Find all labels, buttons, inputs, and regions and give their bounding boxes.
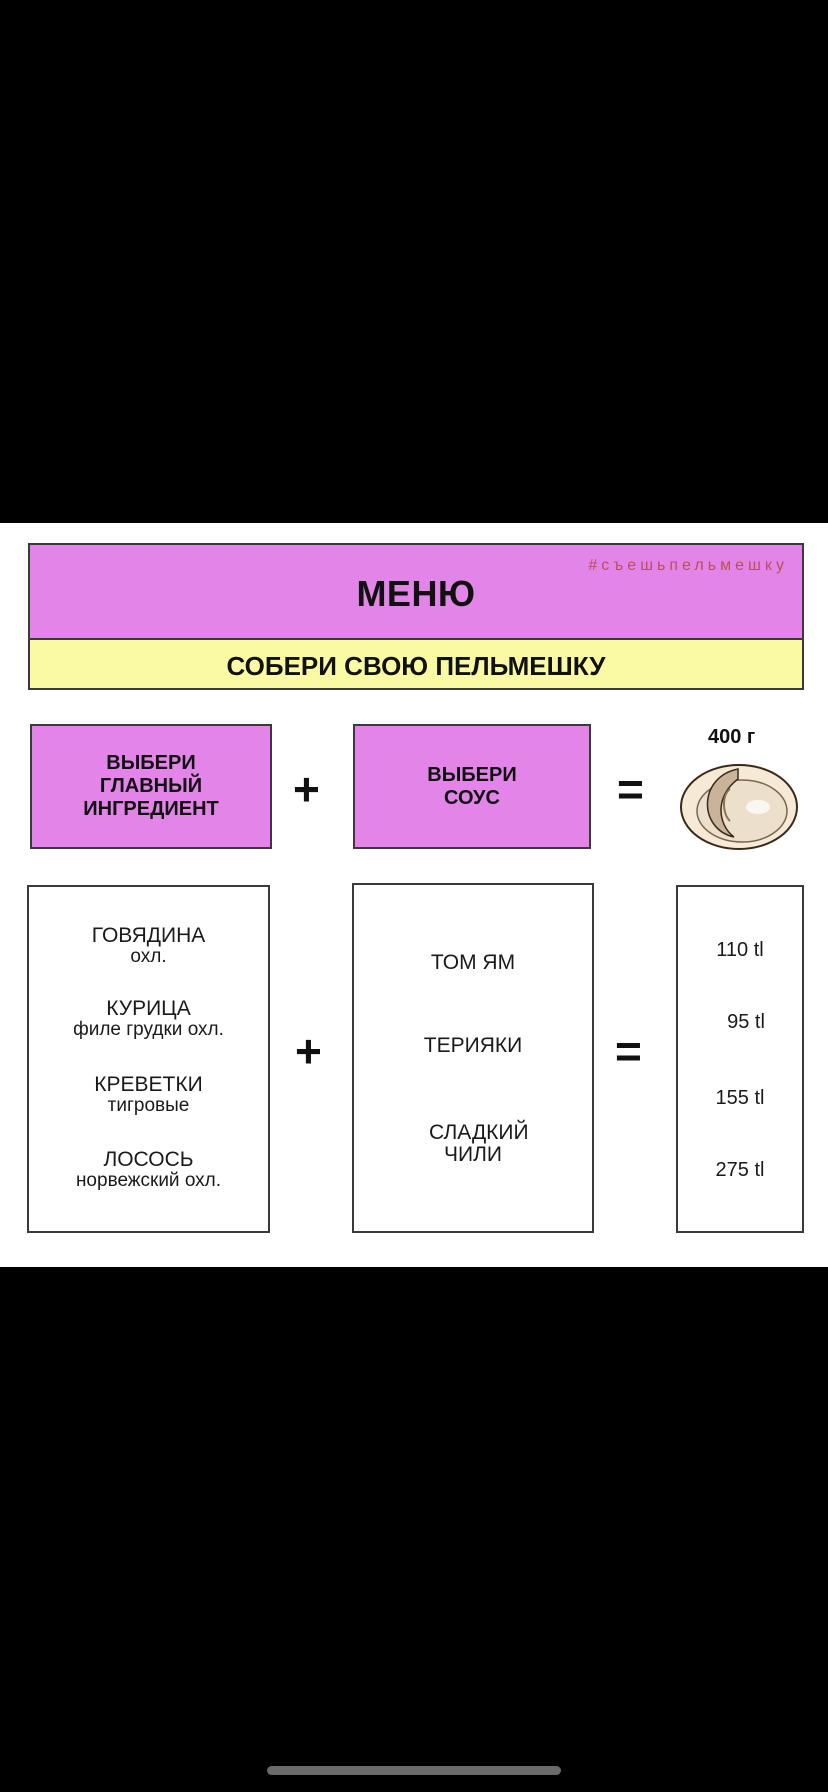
sauce-list: ТОМ ЯМ ТЕРИЯКИ СЛАДКИЙ ЧИЛИ (352, 883, 594, 1233)
sauce-item: ТОМ ЯМ (430, 951, 516, 974)
list-item: КРЕВЕТКИ тигровые (29, 1074, 268, 1116)
menu-sheet: МЕНЮ #съешьпельмешку СОБЕРИ СВОЮ ПЕЛЬМЕШ… (0, 523, 828, 1267)
price-item: 275 tl (715, 1159, 765, 1181)
sauce-item: СЛАДКИЙ ЧИЛИ (429, 1121, 529, 1166)
hashtag-label: #съешьпельмешку (588, 557, 788, 574)
sauce-item: ТЕРИЯКИ (423, 1034, 523, 1057)
price-item: 155 tl (715, 1087, 765, 1109)
plus-sign: + (293, 763, 320, 815)
list-item: ЛОСОСЬ норвежский охл. (29, 1149, 268, 1191)
equals-sign: = (615, 1025, 642, 1077)
step-ingredient-label: ВЫБЕРИ ГЛАВНЫЙ ИНГРЕДИЕНТ (83, 752, 219, 820)
ingredient-list: ГОВЯДИНА охл. КУРИЦА филе грудки охл. КР… (27, 885, 270, 1233)
subtitle-box: СОБЕРИ СВОЮ ПЕЛЬМЕШКУ (28, 638, 804, 690)
ingredient-detail: филе грудки охл. (73, 1019, 224, 1040)
list-item: КУРИЦА филе грудки охл. (29, 998, 268, 1040)
step-choose-ingredient: ВЫБЕРИ ГЛАВНЫЙ ИНГРЕДИЕНТ (30, 724, 272, 849)
ingredient-detail: охл. (130, 946, 167, 967)
ingredient-name: ЛОСОСЬ (103, 1148, 194, 1171)
ingredient-detail: норвежский охл. (75, 1170, 222, 1191)
menu-title-box: МЕНЮ #съешьпельмешку (28, 543, 804, 640)
price-item: 110 tl (716, 939, 764, 961)
weight-label: 400 г (708, 726, 756, 748)
price-list: 110 tl 95 tl 155 tl 275 tl (676, 885, 804, 1233)
plus-sign: + (295, 1025, 322, 1077)
step-choose-sauce: ВЫБЕРИ СОУС (353, 724, 591, 849)
dumpling-icon (680, 764, 798, 850)
page-title: МЕНЮ (356, 573, 476, 614)
equals-sign: = (617, 763, 644, 815)
ingredient-name: ГОВЯДИНА (91, 924, 206, 947)
home-indicator[interactable] (267, 1766, 561, 1775)
step-sauce-label: ВЫБЕРИ СОУС (427, 763, 517, 809)
page-subtitle: СОБЕРИ СВОЮ ПЕЛЬМЕШКУ (226, 651, 606, 681)
ingredient-name: КУРИЦА (106, 997, 191, 1020)
list-item: ГОВЯДИНА охл. (29, 925, 268, 967)
ingredient-detail: тигровые (107, 1095, 190, 1116)
price-item: 95 tl (727, 1011, 765, 1033)
ingredient-name: КРЕВЕТКИ (94, 1073, 203, 1096)
